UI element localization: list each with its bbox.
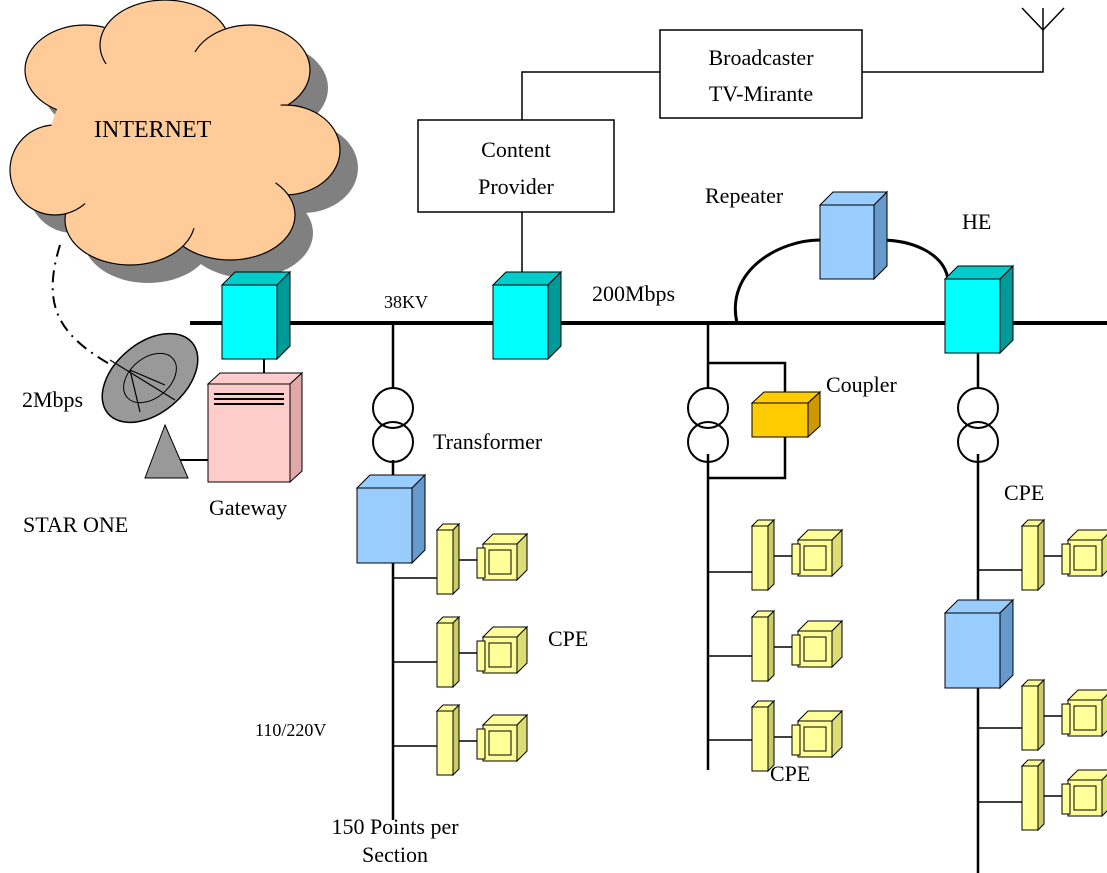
gateway-label: Gateway xyxy=(209,495,287,520)
star-one-label: STAR ONE xyxy=(23,512,128,537)
voltage-38kv-label: 38KV xyxy=(384,292,428,312)
transformer-icon xyxy=(957,387,999,463)
he-node xyxy=(943,264,1015,355)
broadcaster-label-2: TV-Mirante xyxy=(709,81,813,106)
antenna-icon xyxy=(1021,7,1065,31)
cpe-device xyxy=(436,616,528,688)
coupler-label: Coupler xyxy=(826,372,898,397)
internet-cloud: INTERNET xyxy=(9,0,358,283)
cpe-left-label: CPE xyxy=(548,626,588,651)
satellite-link xyxy=(51,244,131,376)
broadcaster-link xyxy=(521,71,660,120)
cpe-device xyxy=(1021,679,1107,751)
cpe-device xyxy=(436,523,528,595)
left-branch-node xyxy=(355,473,427,565)
antenna-link xyxy=(862,30,1044,73)
transformer-icon xyxy=(687,387,729,463)
cpe-device xyxy=(751,610,843,682)
right-branch xyxy=(943,353,1107,873)
content-provider-node xyxy=(491,270,563,361)
cpe-device xyxy=(1021,519,1107,591)
points-label-2: Section xyxy=(362,842,428,867)
broadcaster-label-1: Broadcaster xyxy=(708,45,814,70)
bandwidth-200-label: 200Mbps xyxy=(592,281,675,306)
cpe-device xyxy=(436,704,528,776)
cpe-device xyxy=(1021,759,1107,831)
transformer-label: Transformer xyxy=(433,429,543,454)
voltage-110-220-label: 110/220V xyxy=(255,720,326,740)
content-provider-label-2: Provider xyxy=(478,174,554,199)
broadcaster-box: Broadcaster TV-Mirante xyxy=(659,29,863,119)
right-branch-node xyxy=(943,598,1015,690)
gateway-node xyxy=(220,270,292,361)
cpe-right-label: CPE xyxy=(1004,480,1044,505)
cpe-middle-label: CPE xyxy=(770,761,810,786)
middle-branch xyxy=(687,323,843,772)
bandwidth-2-label: 2Mbps xyxy=(22,387,83,412)
cpe-device xyxy=(751,519,843,591)
transformer-icon xyxy=(372,387,414,463)
repeater-arc xyxy=(733,238,950,324)
internet-label: INTERNET xyxy=(94,117,212,143)
left-branch xyxy=(355,323,528,820)
content-provider-label-1: Content xyxy=(481,137,551,162)
coupler-icon xyxy=(750,390,822,439)
points-label-1: 150 Points per xyxy=(331,814,459,839)
repeater-node xyxy=(818,190,889,281)
server-icon xyxy=(206,371,304,484)
he-label: HE xyxy=(962,209,991,234)
repeater-label: Repeater xyxy=(705,183,784,208)
content-provider-box: Content Provider xyxy=(417,119,615,213)
satellite-dish-icon xyxy=(101,332,208,479)
